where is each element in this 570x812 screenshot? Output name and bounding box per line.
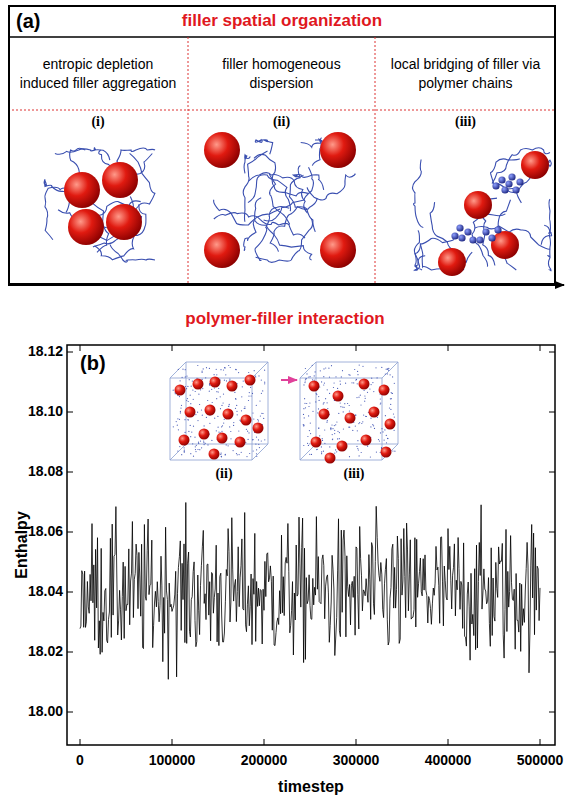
axis-title: polymer-filler interaction (185, 309, 384, 329)
enthalpy-series (80, 503, 540, 680)
inset-snapshot: (iii) (298, 358, 410, 482)
bridging-bead (456, 224, 463, 231)
table-rule (188, 37, 189, 283)
polymer-chain (307, 174, 355, 200)
bridging-bead (492, 182, 499, 189)
filler-sphere (464, 191, 492, 219)
axis-ticks (67, 345, 555, 745)
column-header: entropic depletion induced filler aggreg… (8, 55, 188, 91)
panel-title: filler spatial organization (56, 11, 508, 31)
filler-sphere (438, 248, 466, 276)
tick-label: 500000 (517, 752, 564, 768)
header-cell: entropic depletion induced filler aggreg… (8, 37, 188, 110)
tick-label: 18.02 (28, 643, 63, 659)
illustration-cell: (ii) (188, 110, 375, 285)
header-cell: filler homogeneous dispersion (188, 37, 375, 110)
bridging-bead (476, 236, 483, 243)
simulation-box (170, 362, 398, 464)
bridging-bead (482, 228, 489, 235)
polymer-chain (492, 148, 550, 184)
case-label: (ii) (188, 114, 375, 130)
filler-sphere (102, 162, 138, 198)
bridging-bead (508, 173, 515, 180)
polymer-chain (270, 198, 317, 251)
filler-sphere (204, 132, 240, 168)
case-label: (iii) (298, 466, 410, 482)
polymer-chain (414, 230, 425, 270)
column-header: filler homogeneous dispersion (188, 55, 375, 91)
polymer-chain (301, 139, 323, 147)
polymer-chain (214, 200, 280, 225)
bridging-bead (469, 236, 476, 243)
tick-label: 400000 (425, 752, 472, 768)
bridging-bead (516, 178, 523, 185)
plot-frame (67, 345, 555, 745)
bridging-bead (458, 234, 465, 241)
filler-sphere (491, 231, 519, 259)
polymer-chain (248, 175, 291, 211)
filler-sphere (521, 151, 549, 179)
filler-sphere (68, 209, 104, 245)
polymer-chain (255, 140, 272, 154)
bridging-bead (498, 176, 505, 183)
polymer-chain (255, 221, 311, 260)
axis-title: timestep (278, 778, 344, 796)
transition-arrow (281, 379, 297, 381)
filler-sphere (204, 232, 240, 268)
header-cell: local bridging of filler via polymer cha… (375, 37, 556, 110)
polymer-chains (44, 138, 552, 271)
bridging-bead (488, 234, 495, 241)
panel-letter: (a) (16, 10, 56, 33)
filler-sphere (320, 232, 356, 268)
bridging-bead (501, 186, 508, 193)
table-rule (8, 36, 556, 38)
filler-sphere (106, 204, 142, 240)
case-label: (iii) (375, 114, 556, 130)
bridging-bead (451, 232, 458, 239)
tick-label: 18.10 (28, 403, 63, 419)
table-rule (375, 37, 376, 283)
tick-label: 18.06 (28, 523, 63, 539)
filler-sphere (64, 172, 100, 208)
title-row: (a)filler spatial organization (8, 5, 556, 37)
polymer-chain (256, 219, 313, 263)
case-label: (i) (8, 114, 188, 130)
tick-label: 100000 (149, 752, 196, 768)
polymer-chain (110, 245, 155, 263)
tick-label: 300000 (333, 752, 380, 768)
filler-spheres (64, 132, 549, 276)
bridging-bead (494, 226, 501, 233)
tick-label: 18.12 (28, 343, 63, 359)
axis-title: Enthalpy (13, 511, 31, 579)
illustration-cell: (i) (8, 110, 188, 285)
tick-label: 18.04 (28, 583, 63, 599)
panel-letter: (b) (80, 352, 106, 375)
tick-label: 18.00 (28, 703, 63, 719)
panel-box: (a)filler spatial organization entropic d… (8, 5, 556, 285)
polymer-chain (413, 160, 424, 228)
axis-arrow (8, 284, 564, 286)
bridging-bead (464, 228, 471, 235)
filler-sphere (320, 132, 356, 168)
tick-label: 18.08 (28, 463, 63, 479)
column-header: local bridging of filler via polymer cha… (375, 55, 556, 91)
polymer-chain (244, 155, 250, 174)
table-rule (8, 110, 556, 111)
polymer-chain (249, 173, 308, 213)
case-label: (ii) (168, 466, 280, 482)
bridging-bead (505, 180, 512, 187)
tick-label: 0 (76, 752, 84, 768)
illustration-cell: (iii) (375, 110, 556, 285)
inset-snapshot: (ii) (168, 358, 280, 482)
bridging-bead (512, 186, 519, 193)
polymer-chain (214, 213, 289, 225)
polymer-chain (243, 151, 267, 222)
tick-label: 200000 (241, 752, 288, 768)
